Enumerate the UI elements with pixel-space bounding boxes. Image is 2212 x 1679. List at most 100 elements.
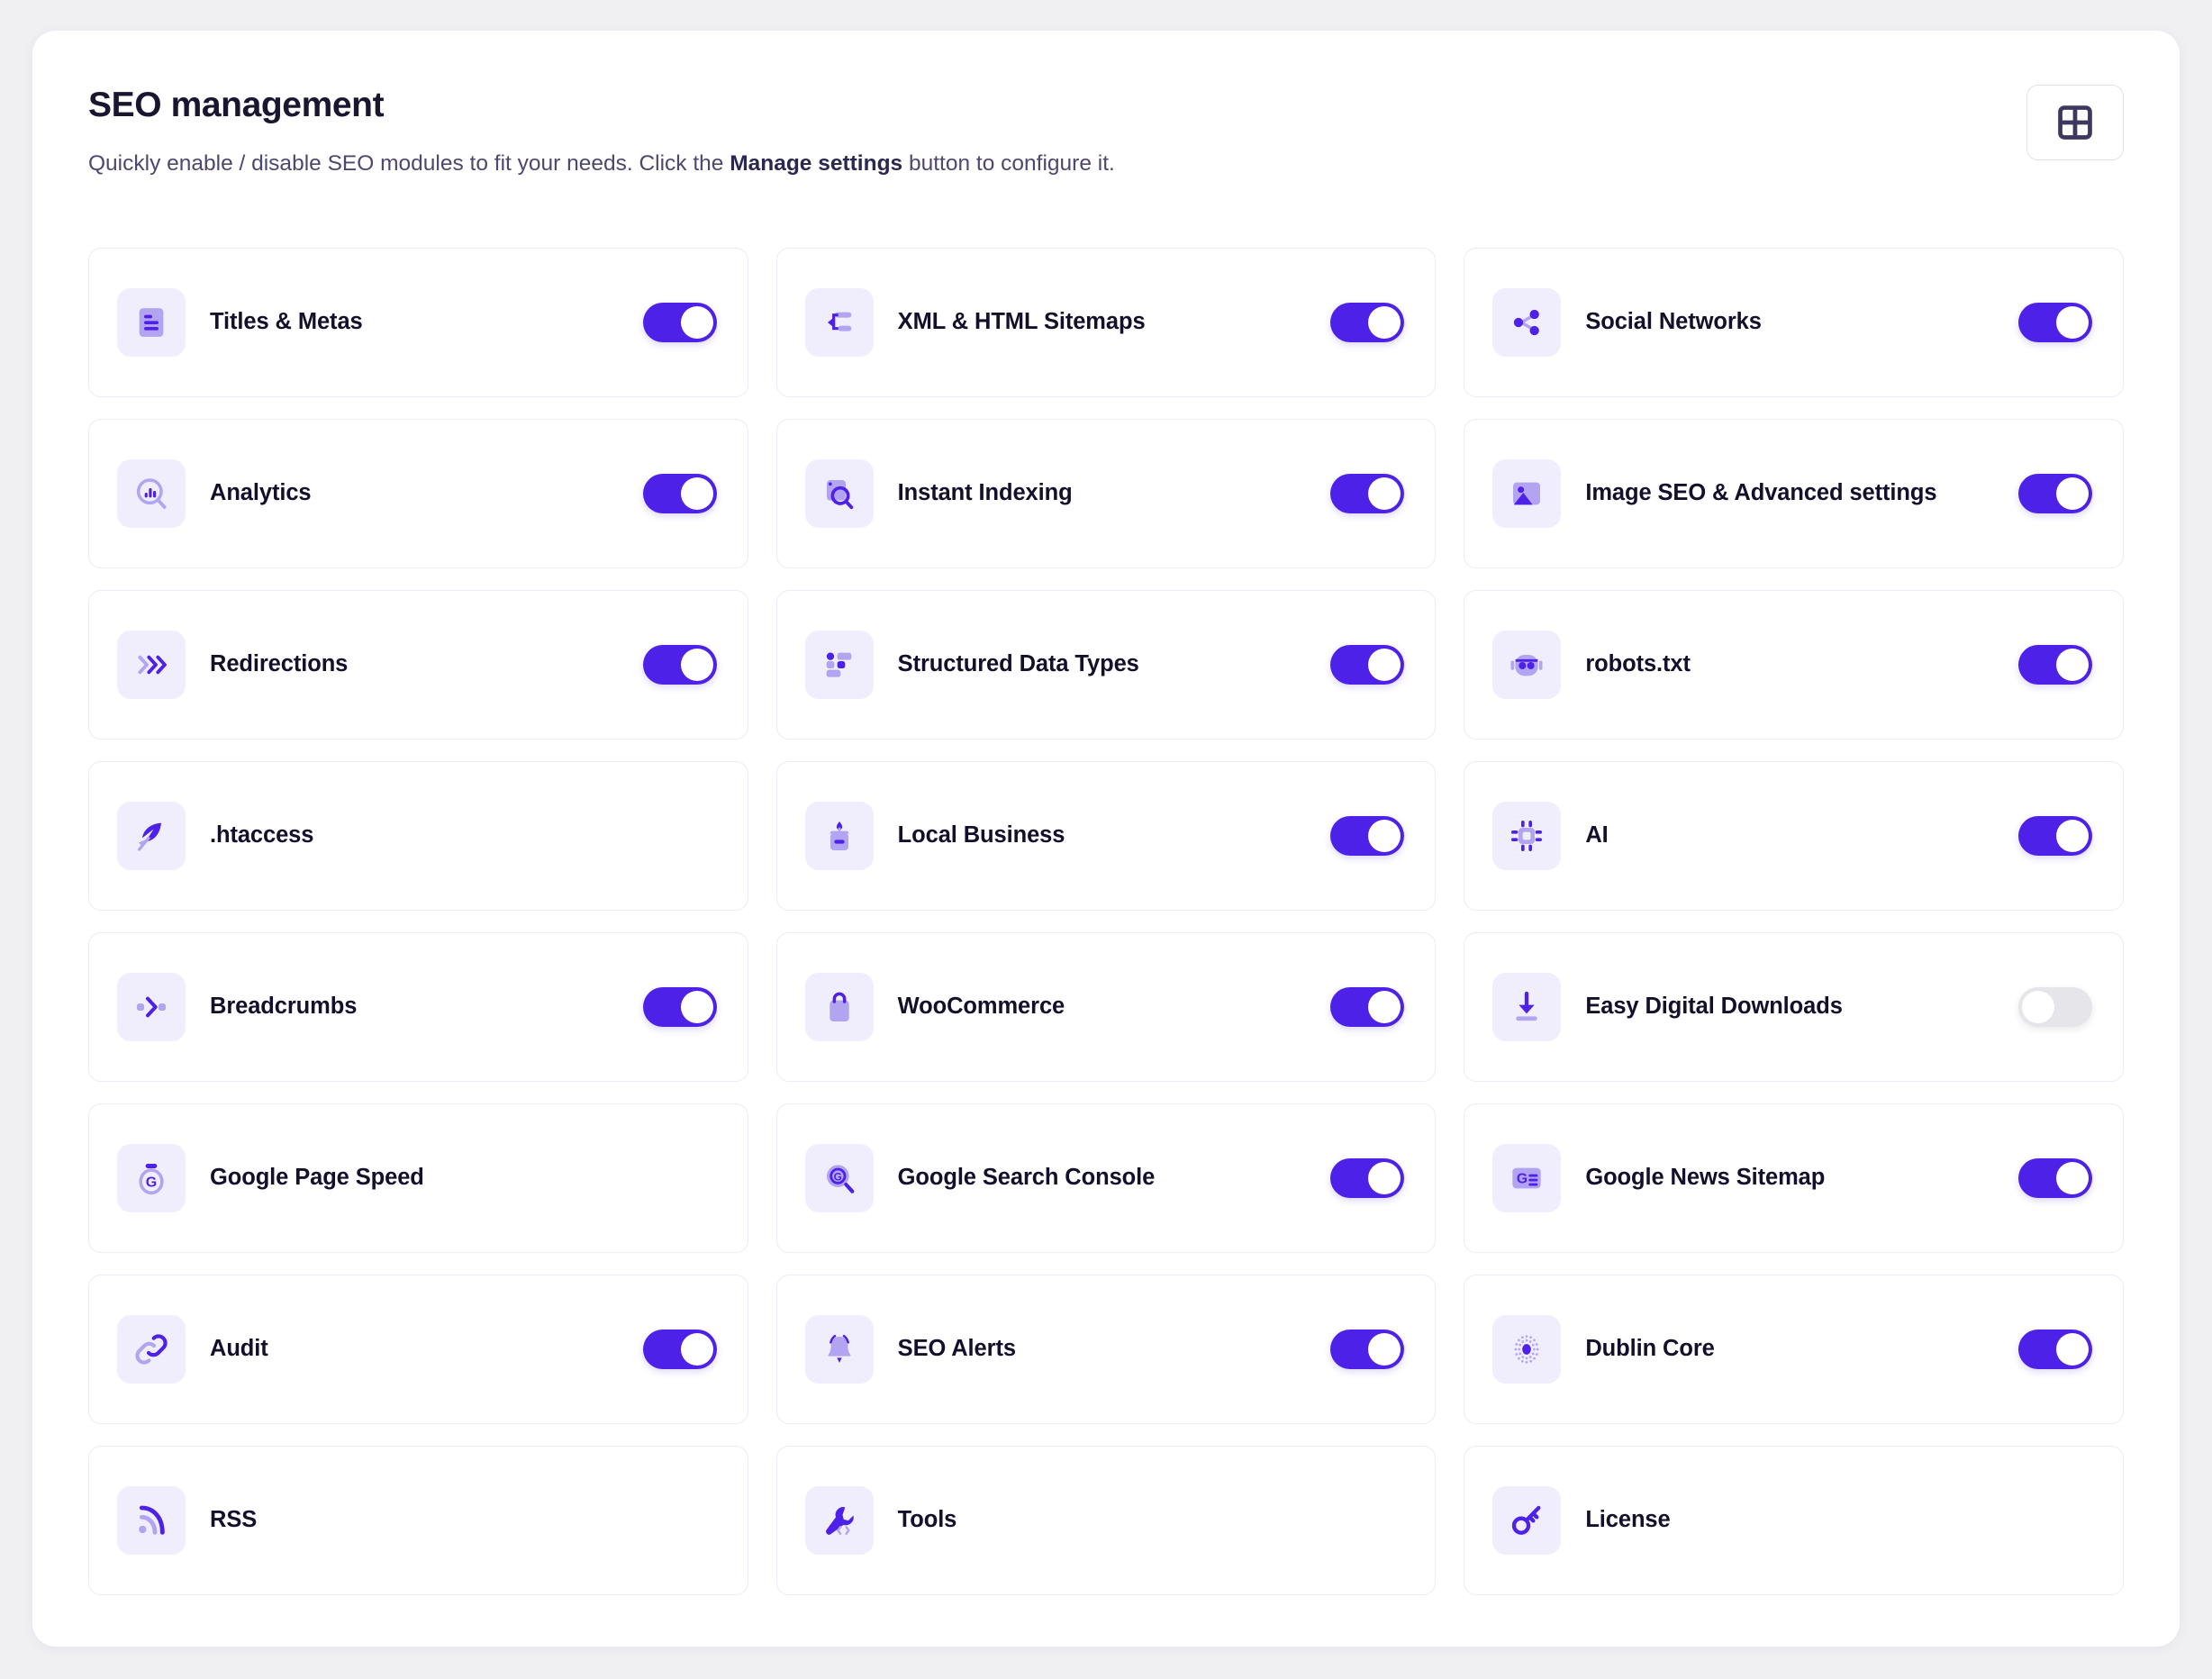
- module-card[interactable]: Instant Indexing: [775, 419, 1437, 569]
- svg-text:G: G: [146, 1175, 157, 1191]
- module-label: Instant Indexing: [897, 480, 1073, 506]
- module-label: License: [1585, 1507, 1671, 1533]
- wrench-code-icon: [804, 1486, 874, 1556]
- module-toggle[interactable]: [2018, 816, 2092, 857]
- module-label: robots.txt: [1585, 651, 1691, 677]
- document-lines-icon: [117, 288, 186, 358]
- module-toggle[interactable]: [1330, 987, 1405, 1028]
- module-card[interactable]: Audit: [88, 1275, 748, 1425]
- module-label: Structured Data Types: [897, 651, 1139, 677]
- toggle-knob: [2056, 649, 2089, 682]
- module-label: Image SEO & Advanced settings: [1585, 480, 1937, 506]
- modules-grid: Titles & Metas XML & HTML Sitemaps Social …: [88, 248, 2124, 1596]
- subtitle-part-1: Quickly enable / disable SEO modules to …: [88, 150, 730, 176]
- subtitle-manage-settings: Manage settings: [730, 150, 903, 176]
- google-news-icon: G: [1492, 1144, 1562, 1213]
- module-card[interactable]: G Google Page Speed: [88, 1103, 748, 1254]
- module-card[interactable]: XML & HTML Sitemaps: [775, 248, 1437, 398]
- module-label: Google Search Console: [897, 1165, 1156, 1191]
- module-card[interactable]: G Google Search Console: [775, 1103, 1437, 1254]
- toggle-knob: [2056, 477, 2089, 511]
- module-card[interactable]: License: [1464, 1446, 2124, 1596]
- module-card[interactable]: Analytics: [88, 419, 748, 569]
- module-toggle[interactable]: [2018, 303, 2092, 343]
- module-toggle[interactable]: [642, 303, 717, 343]
- module-toggle[interactable]: [2018, 1158, 2092, 1199]
- toggle-knob: [2056, 1333, 2089, 1366]
- module-card[interactable]: Breadcrumbs: [88, 932, 748, 1083]
- feather-pen-icon: [117, 802, 186, 871]
- toggle-knob: [1368, 1162, 1401, 1195]
- chevrons-right-icon: [117, 631, 186, 700]
- module-label: XML & HTML Sitemaps: [897, 309, 1146, 335]
- module-card[interactable]: RSS: [88, 1446, 748, 1596]
- module-label: AI: [1585, 822, 1609, 849]
- image-icon: [1492, 459, 1562, 529]
- module-label: Analytics: [210, 480, 312, 506]
- module-label: Social Networks: [1585, 309, 1762, 335]
- module-card[interactable]: Tools: [775, 1446, 1437, 1596]
- module-toggle[interactable]: [1330, 816, 1405, 857]
- module-label: .htaccess: [210, 822, 314, 849]
- toggle-placeholder: [1330, 1501, 1404, 1540]
- module-card[interactable]: Titles & Metas: [88, 248, 748, 398]
- module-card[interactable]: SEO Alerts: [775, 1275, 1437, 1425]
- module-toggle[interactable]: [642, 1330, 717, 1370]
- module-toggle[interactable]: [2018, 645, 2092, 685]
- dotted-circle-icon: [1492, 1315, 1562, 1384]
- svg-text:G: G: [833, 1172, 841, 1184]
- module-toggle[interactable]: [2018, 474, 2092, 514]
- google-search-icon: G: [804, 1144, 874, 1213]
- module-label: Easy Digital Downloads: [1585, 994, 1843, 1020]
- module-card[interactable]: robots.txt: [1464, 590, 2124, 740]
- module-toggle[interactable]: [642, 645, 717, 685]
- chip-icon: [1492, 802, 1562, 871]
- page-subtitle: Quickly enable / disable SEO modules to …: [88, 149, 1115, 179]
- toggle-knob: [680, 477, 713, 511]
- toggle-knob: [680, 306, 713, 340]
- panel-header: SEO management Quickly enable / disable …: [88, 83, 2124, 179]
- module-label: Google Page Speed: [210, 1165, 424, 1191]
- module-card[interactable]: .htaccess: [88, 761, 748, 912]
- module-toggle[interactable]: [1330, 1158, 1405, 1199]
- module-toggle[interactable]: [1330, 1330, 1405, 1370]
- module-card[interactable]: G Google News Sitemap: [1464, 1103, 2124, 1254]
- module-card[interactable]: Local Business: [775, 761, 1437, 912]
- download-icon: [1492, 973, 1562, 1042]
- toggle-placeholder: [643, 1158, 717, 1198]
- module-card[interactable]: Structured Data Types: [775, 590, 1437, 740]
- chart-magnifier-icon: [117, 459, 186, 529]
- toggle-knob: [680, 649, 713, 682]
- module-card[interactable]: AI: [1464, 761, 2124, 912]
- module-card[interactable]: Easy Digital Downloads: [1464, 932, 2124, 1083]
- module-card[interactable]: Social Networks: [1464, 248, 2124, 398]
- grid-2x2-icon: [2056, 104, 2094, 141]
- page-title: SEO management: [88, 86, 385, 124]
- module-toggle[interactable]: [1330, 303, 1405, 343]
- module-label: Google News Sitemap: [1585, 1165, 1826, 1191]
- robot-icon: [1492, 631, 1562, 700]
- module-toggle[interactable]: [642, 474, 717, 514]
- module-label: Tools: [897, 1507, 957, 1533]
- module-toggle[interactable]: [642, 987, 717, 1028]
- grid-view-button[interactable]: [2026, 85, 2124, 160]
- module-toggle[interactable]: [1330, 645, 1405, 685]
- toggle-knob: [1368, 306, 1401, 340]
- module-toggle[interactable]: [2018, 987, 2092, 1028]
- module-label: Dublin Core: [1585, 1336, 1715, 1362]
- blocks-list-icon: [804, 631, 874, 700]
- module-label: Titles & Metas: [210, 309, 363, 335]
- module-card[interactable]: WooCommerce: [775, 932, 1437, 1083]
- toggle-knob: [1368, 1333, 1401, 1366]
- module-card[interactable]: Redirections: [88, 590, 748, 740]
- module-toggle[interactable]: [2018, 1330, 2092, 1370]
- module-toggle[interactable]: [1330, 474, 1405, 514]
- toggle-placeholder: [643, 1501, 717, 1540]
- breadcrumb-arrow-icon: [117, 973, 186, 1042]
- toggle-knob: [1368, 820, 1401, 853]
- toggle-placeholder: [2018, 1501, 2092, 1540]
- google-gauge-icon: G: [117, 1144, 186, 1213]
- module-card[interactable]: Image SEO & Advanced settings: [1464, 419, 2124, 569]
- module-card[interactable]: Dublin Core: [1464, 1275, 2124, 1425]
